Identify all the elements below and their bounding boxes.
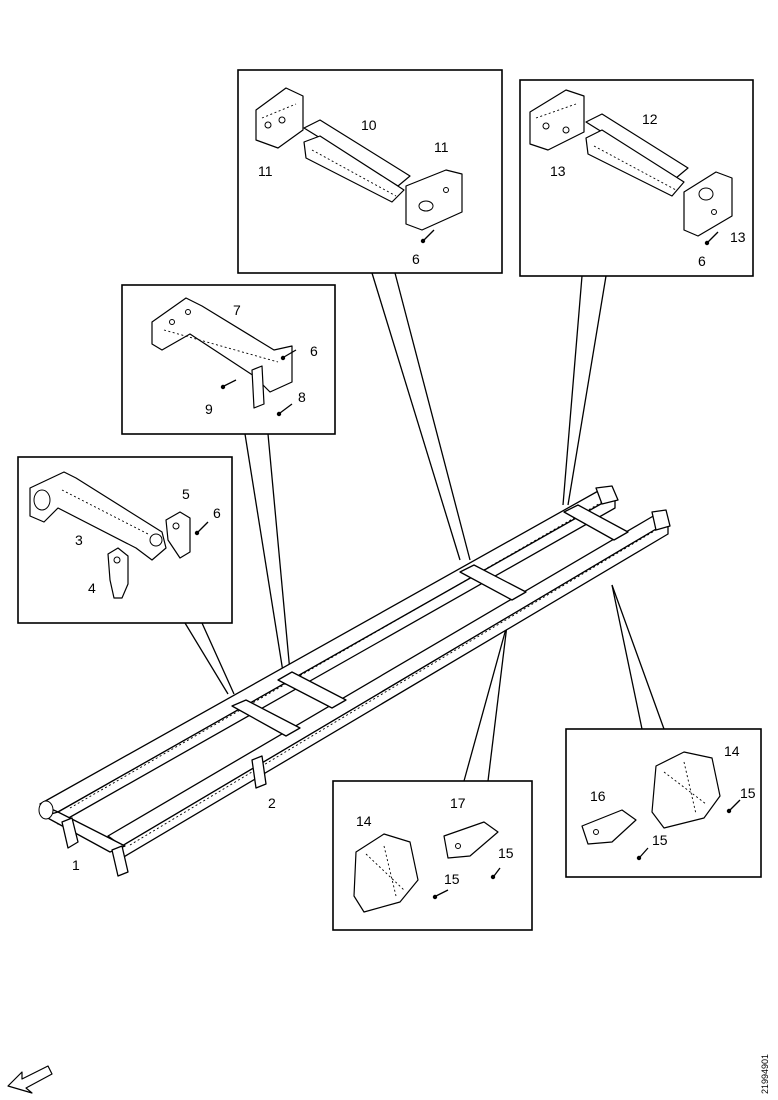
bracket-11-right <box>405 169 463 231</box>
callout-14-mid: 14 <box>356 813 372 829</box>
bracket-8 <box>251 365 265 409</box>
callout-15-far-right: 15 <box>740 785 756 801</box>
callout-5: 5 <box>182 486 190 502</box>
callout-12: 12 <box>642 111 658 127</box>
crossmember-3 <box>29 471 167 561</box>
detail-box-crossmember-3: 5 6 3 4 <box>17 456 233 624</box>
bracket-4 <box>107 547 129 599</box>
detail-box-crossmember-7: 7 6 8 9 <box>121 284 336 435</box>
callout-6-top-right: 6 <box>698 253 706 269</box>
callout-13-right: 13 <box>730 229 746 245</box>
callout-17: 17 <box>450 795 466 811</box>
callout-10: 10 <box>361 117 377 133</box>
bracket-17 <box>443 821 499 859</box>
detail-box-crossmember-12: 12 13 13 6 <box>519 79 754 277</box>
bracket-13-left <box>529 89 585 151</box>
main-frame <box>38 485 671 877</box>
callout-11-right: 11 <box>434 139 449 155</box>
direction-arrow-icon <box>7 1065 53 1094</box>
callout-11-left: 11 <box>258 163 273 179</box>
front-bracket-left <box>61 817 79 849</box>
callout-7: 7 <box>233 302 241 318</box>
detail-box-mount-14-17: 14 17 15 15 <box>332 780 533 931</box>
callout-13-left: 13 <box>550 163 566 179</box>
callout-6-mid: 6 <box>310 343 318 359</box>
bracket-16 <box>581 809 637 845</box>
callout-15-left: 15 <box>444 871 460 887</box>
callout-3: 3 <box>75 532 83 548</box>
bracket-13-right <box>683 171 733 237</box>
callout-1: 1 <box>72 857 80 873</box>
callout-4: 4 <box>88 580 96 596</box>
detail-box-crossmember-10: 10 11 11 6 <box>237 69 503 274</box>
leader-lines <box>184 272 665 782</box>
front-crossmember <box>43 811 126 853</box>
callout-8: 8 <box>298 389 306 405</box>
callout-15-lower: 15 <box>652 832 668 848</box>
mount-14-right <box>651 751 721 829</box>
item-2-bracket <box>251 755 267 789</box>
callout-16: 16 <box>590 788 606 804</box>
callout-9: 9 <box>205 401 213 417</box>
callout-14-right: 14 <box>724 743 740 759</box>
callout-2: 2 <box>268 795 276 811</box>
callout-6-top-left: 6 <box>412 251 420 267</box>
detail-box-mount-14-16: 14 16 15 15 <box>565 728 762 878</box>
reference-code: 21994901 <box>760 1054 770 1094</box>
callout-6-left: 6 <box>213 505 221 521</box>
callout-15-right: 15 <box>498 845 514 861</box>
front-bracket-right <box>111 845 129 877</box>
bracket-5 <box>165 511 191 559</box>
